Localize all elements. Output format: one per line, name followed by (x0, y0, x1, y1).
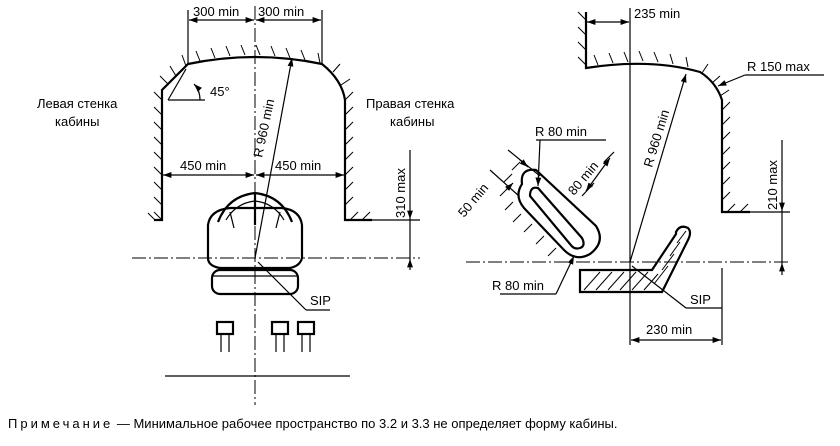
right-dim-top-label: 235 min (634, 6, 680, 21)
right-cab-outline (584, 12, 750, 214)
left-sip-label: SIP (310, 293, 331, 308)
right-radius-line (629, 73, 687, 263)
right-seat (578, 225, 692, 294)
right-wall-label-line2: кабины (390, 114, 434, 129)
left-angle-label: 45° (210, 84, 230, 99)
left-wall-label-line1: Левая стенка (37, 96, 118, 111)
note-text: — Минимальное рабочее пространство по 3.… (113, 416, 618, 431)
left-dim-mid-right-label: 450 min (275, 158, 321, 173)
left-radius-line (254, 57, 294, 259)
right-pedal (499, 161, 601, 259)
left-radius-label: R 960 min (250, 98, 277, 159)
right-radius-pedal-bottom-label: R 80 min (492, 278, 544, 293)
left-cab-diagram: 300 min 300 min 45° R 960 min 450 min 45… (37, 4, 455, 405)
left-cab-hatching (147, 44, 371, 221)
note-prefix: Примечание (8, 416, 114, 431)
left-dim-top-left-label: 300 min (193, 4, 239, 19)
right-pedal-width-label: 50 min (455, 180, 492, 220)
right-wall-label-line1: Правая стенка (366, 96, 455, 111)
right-sip-label: SIP (690, 292, 711, 307)
right-radius-corner-label: R 150 max (747, 59, 810, 74)
left-dim-mid-left-label: 450 min (180, 158, 226, 173)
right-dim-bottom-label: 230 min (646, 322, 692, 337)
left-pedals (215, 320, 316, 352)
left-cab-outline (154, 55, 372, 222)
left-dim-top-right-label: 300 min (258, 4, 304, 19)
right-cab-hatching (577, 11, 749, 213)
note: Примечание — Минимальное рабочее простра… (8, 416, 838, 431)
left-wall-label-line2: кабины (55, 114, 99, 129)
right-cab-diagram: 235 min R 150 max R 960 min 210 max (455, 6, 824, 345)
right-dim-height-label: 210 max (765, 160, 780, 210)
left-seat (206, 191, 304, 296)
left-dim-height-label: 310 max (393, 168, 408, 218)
right-radius-pedal-top-label: R 80 min (535, 124, 587, 139)
